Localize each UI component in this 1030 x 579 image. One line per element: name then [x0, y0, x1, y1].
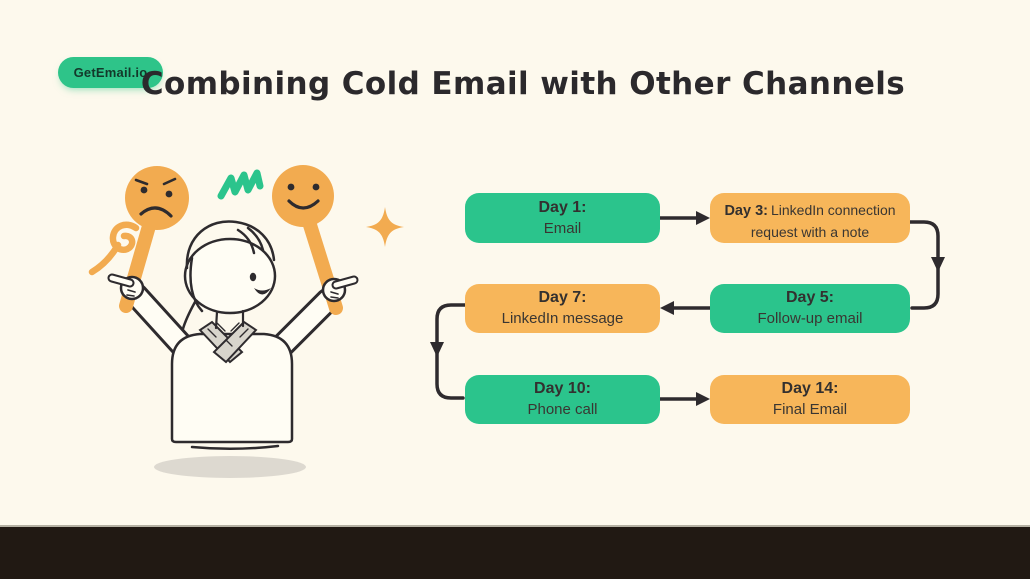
arrowhead-day1-day3	[696, 211, 710, 225]
step-description: LinkedIn connection request with a note	[750, 202, 896, 241]
step-description: Phone call	[527, 401, 598, 419]
left-hand	[107, 273, 145, 301]
step-day-label: Day 5:	[785, 289, 835, 307]
step-day-label: Day 7:	[538, 289, 587, 307]
brand-badge: GetEmail.io	[58, 57, 163, 88]
person-figure	[123, 220, 341, 451]
collar	[198, 320, 258, 364]
arrowhead-day7-day10	[430, 342, 444, 357]
step-description: Final Email	[772, 401, 848, 419]
flow-step-day-3: Day 3:LinkedIn connection request with a…	[710, 193, 910, 243]
flow-step-day-10: Day 10: Phone call	[465, 375, 660, 424]
page-title: Combining Cold Email with Other Channels	[140, 66, 906, 102]
spiral-doodle-icon	[88, 221, 140, 276]
flowchart: Day 1: Email Day 3:LinkedIn connection r…	[420, 185, 980, 445]
right-hand	[321, 275, 359, 303]
flow-step-day-14: Day 14: Final Email	[710, 375, 910, 424]
flow-step-day-7: Day 7: LinkedIn message	[465, 284, 660, 333]
arrowhead-day5-day7	[660, 301, 674, 315]
flow-connectors	[430, 211, 945, 406]
green-scribble-icon	[217, 169, 264, 200]
step-day-label: Day 10:	[534, 380, 591, 398]
step-description: Follow-up email	[757, 310, 863, 328]
arrowhead-day3-day5	[931, 257, 945, 272]
flow-step-day-5: Day 5: Follow-up email	[710, 284, 910, 333]
connector-day7-day10	[435, 303, 467, 400]
footer-bar	[0, 525, 1030, 579]
step-day-label: Day 3:	[724, 203, 768, 219]
step-description: LinkedIn message	[501, 310, 624, 328]
person-illustration	[88, 165, 404, 478]
step-day-label: Day 1:	[538, 198, 587, 216]
ground-shadow	[154, 456, 306, 478]
step-day-label: Day 14:	[781, 380, 839, 398]
arrowhead-day10-day14	[696, 392, 710, 406]
flow-step-day-1: Day 1: Email	[465, 193, 660, 243]
connector-day3-day5	[908, 220, 940, 310]
step-description: Email	[543, 219, 582, 237]
sparkle-icon	[366, 207, 404, 247]
brand-badge-label: GetEmail.io	[73, 65, 148, 80]
